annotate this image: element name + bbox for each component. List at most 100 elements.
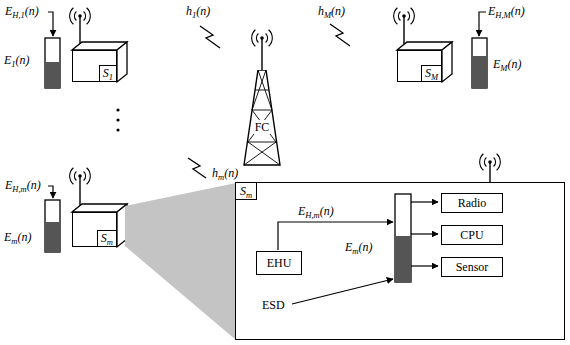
ellipsis-dot: [116, 108, 119, 111]
subscript: 1: [109, 72, 113, 82]
harvest-arrow: [48, 12, 53, 36]
channel-bolt: [330, 24, 350, 46]
signal-label: EH,1(n): [5, 4, 39, 19]
antenna-wave: [256, 34, 258, 43]
esd-battery: [395, 194, 411, 282]
antenna-wave: [480, 154, 484, 171]
battery: [472, 38, 487, 88]
battery: [45, 38, 60, 88]
battery-charge: [472, 56, 487, 88]
antenna-wave: [74, 172, 76, 181]
tower-outline: [240, 70, 284, 166]
block-label: CPU: [460, 228, 483, 243]
subscript: 1: [11, 59, 15, 69]
antenna-wave: [398, 12, 400, 21]
ellipsis-dot: [116, 128, 119, 131]
node-label: S1: [99, 65, 116, 81]
antenna-wave: [408, 12, 410, 21]
antenna-wave: [252, 30, 256, 47]
subscript: m: [352, 246, 358, 256]
channel-bolt: [200, 26, 220, 48]
battery: [45, 200, 60, 252]
fusion-center: FC: [240, 70, 284, 166]
signal-label: Em(n): [345, 240, 372, 255]
subscript: m: [11, 236, 17, 246]
node-label: SM: [421, 65, 441, 81]
antenna-tip: [78, 174, 82, 178]
antenna-wave: [269, 30, 273, 47]
antenna-tip: [78, 14, 82, 18]
signal-label: E1(n): [4, 53, 30, 68]
node-label: Sm: [236, 183, 257, 200]
antenna-wave: [266, 34, 268, 43]
antenna-mast: [403, 16, 404, 44]
antenna-wave: [394, 8, 398, 25]
zoom-wedge: [125, 183, 236, 340]
subscript: H,m: [12, 184, 26, 194]
sensor-node: S1: [72, 50, 117, 82]
subscript: H,1: [12, 10, 25, 20]
signal-label: Em(n): [4, 230, 31, 245]
signal-label: hM(n): [318, 4, 345, 19]
subscript: 1: [192, 10, 196, 20]
subscript: M: [324, 10, 331, 20]
part-label: ESD: [262, 298, 285, 313]
leader-line: [292, 279, 393, 304]
antenna-tip: [488, 160, 492, 164]
channel-bolt: [188, 158, 206, 178]
antenna-wave: [70, 8, 74, 25]
antenna-wave: [70, 168, 74, 185]
subscript: M: [431, 72, 438, 82]
antenna-wave: [411, 8, 415, 25]
harvest-arrow: [48, 186, 53, 198]
antenna-wave: [74, 12, 76, 21]
battery-charge: [45, 222, 60, 252]
subscript: H,m: [305, 210, 319, 220]
subscript: m: [218, 172, 224, 182]
box-side: [117, 42, 127, 82]
sensor-box: Sensor: [441, 257, 503, 277]
antenna-wave: [484, 158, 486, 167]
antenna-mast: [79, 16, 80, 44]
antenna-mast: [261, 38, 262, 70]
subscript: m: [107, 237, 113, 247]
block-label: Radio: [458, 196, 487, 211]
signal-label: EH,m(n): [5, 178, 41, 193]
antenna-wave: [87, 8, 91, 25]
sensor-node: SM: [397, 50, 442, 82]
antenna-wave: [84, 12, 86, 21]
tower-bracing: [244, 70, 280, 165]
signal-label: hm(n): [212, 166, 238, 181]
signal-label: EH,m(n): [298, 204, 334, 219]
tower-body: [244, 70, 280, 165]
box-side: [442, 42, 452, 82]
antenna-wave: [87, 168, 91, 185]
antenna-wave: [497, 154, 501, 171]
harvest-unit-box: EHU: [256, 251, 302, 275]
antenna-tip: [260, 36, 264, 40]
battery-charge: [45, 62, 60, 88]
antenna-tip: [402, 14, 406, 18]
antenna-wave: [494, 158, 496, 167]
block-label: EHU: [267, 256, 292, 271]
block-label: Sensor: [456, 260, 489, 275]
ellipsis-dot: [116, 118, 119, 121]
harvest-arrow: [479, 12, 486, 36]
power-line: [411, 233, 438, 234]
sensor-node: Sm: [72, 212, 117, 247]
subscript: m: [246, 190, 252, 200]
radio-box: Radio: [441, 193, 503, 213]
power-line: [411, 265, 438, 266]
power-line: [411, 201, 438, 202]
node-label: FC: [254, 120, 271, 134]
zoom-ground: [236, 183, 564, 339]
battery-charge: [395, 236, 411, 282]
energy-line: [278, 222, 393, 250]
antenna-wave: [84, 172, 86, 181]
signal-label: EM(n): [493, 57, 521, 72]
signal-label: h1(n): [186, 4, 210, 19]
antenna-mast: [79, 176, 80, 206]
subscript: H,M: [495, 10, 510, 20]
node-label: Sm: [97, 230, 116, 246]
signal-label: EH,M(n): [488, 4, 525, 19]
